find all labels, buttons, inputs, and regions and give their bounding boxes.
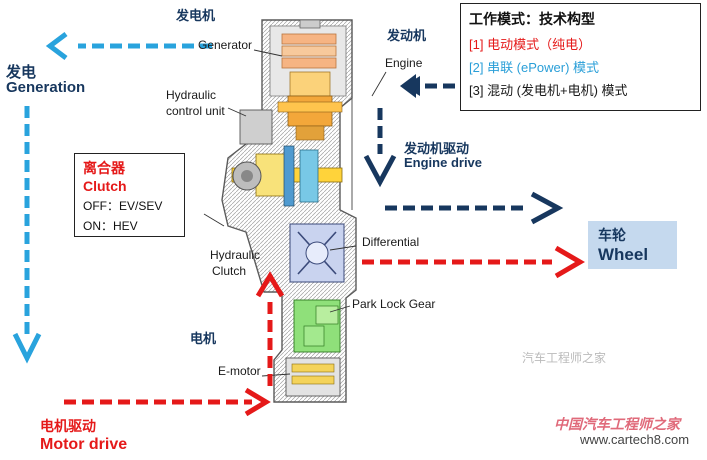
mode-hybrid: [3] 混动 (发电机+电机) 模式 xyxy=(469,83,628,98)
clutch-on-line: ON：HEV xyxy=(83,219,138,233)
transmission-cutaway xyxy=(221,19,357,403)
wheel-en-label: Wheel xyxy=(598,245,649,264)
hydraulic-control-label-1: Hydraulic xyxy=(166,88,217,102)
engine-label: Engine xyxy=(385,56,423,70)
differential-label: Differential xyxy=(362,235,420,249)
generator-label: Generator xyxy=(198,38,253,52)
site-watermark-url: www.cartech8.com xyxy=(580,432,690,447)
clutch-title-cn: 离合器 xyxy=(83,160,125,176)
differential-unit xyxy=(289,223,345,283)
site-watermark: 中国汽车工程师之家 xyxy=(554,418,680,433)
emotor-cn-label: 电机 xyxy=(190,331,217,346)
engine-input-arrow xyxy=(400,74,455,98)
wechat-watermark: 汽车工程师之家 xyxy=(522,351,607,365)
hydraulic-clutch-label-1: Hydraulic xyxy=(210,248,261,262)
clutch-box: 离合器 Clutch OFF：EV/SEV ON：HEV xyxy=(74,153,185,237)
mode-electric: [1] 电动模式（纯电） xyxy=(469,37,592,52)
generation-cn-label: 发电 xyxy=(6,64,37,81)
wheel-cn-label: 车轮 xyxy=(598,227,626,243)
engine-drive-en-label: Engine drive xyxy=(404,155,483,170)
engine-drive-arrow-down xyxy=(363,108,397,188)
motor-drive-en-label: Motor drive xyxy=(40,436,128,453)
wheel-box: 车轮 Wheel xyxy=(588,221,677,269)
mode-series: [2] 串联 (ePower) 模式 xyxy=(469,60,600,75)
motor-drive-arrow xyxy=(64,271,285,417)
work-mode-title: 工作模式：技术构型 xyxy=(469,11,595,27)
engine-cn-label: 发动机 xyxy=(387,28,427,43)
motor-drive-cn-label: 电机驱动 xyxy=(40,418,96,434)
generation-arrow xyxy=(12,32,212,364)
hydraulic-clutch-label-2: Clutch xyxy=(212,264,247,278)
engine-drive-arrow-right xyxy=(385,191,564,225)
clutch-title-en: Clutch xyxy=(83,178,127,194)
work-mode-box: 工作模式：技术构型 [1] 电动模式（纯电） [2] 串联 (ePower) 模… xyxy=(460,3,701,111)
emotor-label: E-motor xyxy=(218,364,261,378)
hydraulic-control-label-2: control unit xyxy=(166,104,225,118)
park-lock-gear-label: Park Lock Gear xyxy=(352,297,436,311)
clutch-assembly xyxy=(231,145,343,207)
generation-en-label: Generation xyxy=(6,79,86,96)
callout-leaders xyxy=(203,49,387,377)
clutch-off-line: OFF：EV/SEV xyxy=(83,199,163,213)
generator-cn-label: 发电机 xyxy=(176,8,216,23)
engine-drive-cn-label: 发动机驱动 xyxy=(404,141,470,156)
park-lock-and-motor-gears xyxy=(293,299,341,353)
emotor-unit xyxy=(285,357,341,397)
wheel-drive-arrow xyxy=(362,245,585,279)
input-gear-cluster xyxy=(277,95,343,141)
